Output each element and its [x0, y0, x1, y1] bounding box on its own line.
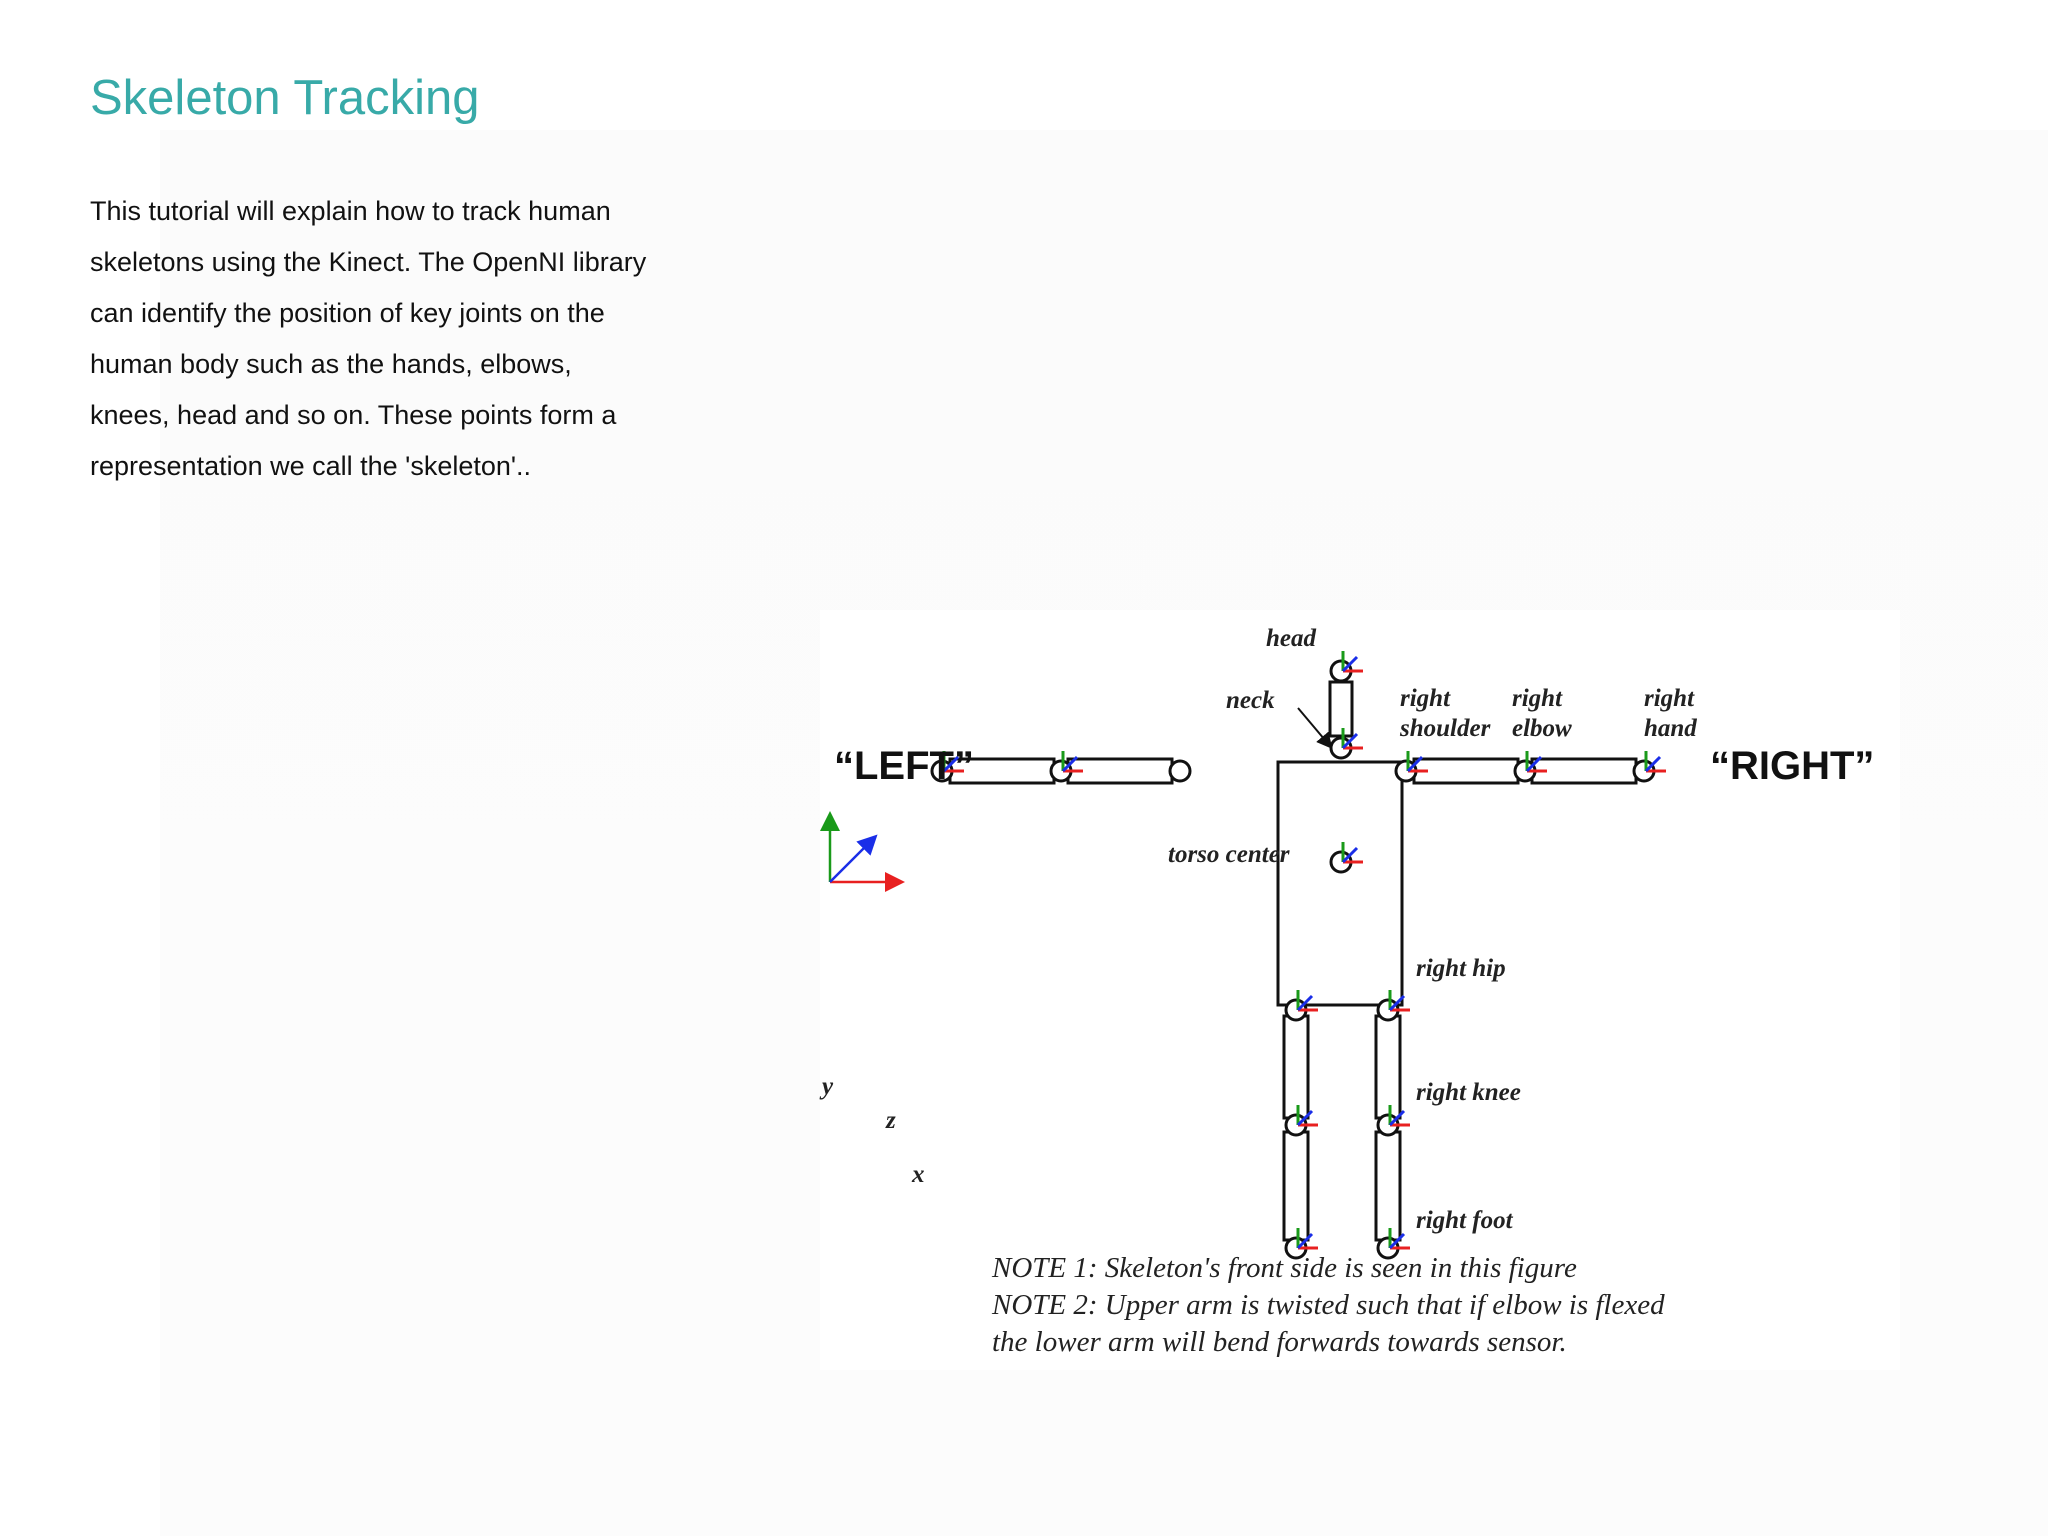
page-title: Skeleton Tracking [90, 71, 480, 125]
joint-torso-center [1329, 842, 1363, 874]
joint-z-axis [1388, 994, 1406, 1012]
joint-head [1329, 651, 1363, 683]
intro-line: knees, head and so on. These points form… [90, 400, 617, 430]
label-torso-center: torso center [1168, 841, 1290, 868]
label-right-hip: right hip [1416, 955, 1506, 982]
joint-left-shoulder [1168, 759, 1192, 783]
intro-line: This tutorial will explain how to track … [90, 196, 611, 226]
joint-z-axis [1341, 655, 1359, 673]
axis-label-z: z [886, 1107, 896, 1134]
joint-neck [1329, 728, 1363, 760]
joint-right-shoulder [1394, 751, 1428, 783]
bone-right-thigh [1374, 1014, 1402, 1120]
joint-left-foot [1284, 1228, 1318, 1260]
neck-pointer [1297, 707, 1333, 750]
label-line: hand [1644, 715, 1697, 742]
label-right-foot: right foot [1416, 1207, 1513, 1234]
joint-left-hip [1284, 990, 1318, 1022]
note-line: the lower arm will bend forwards towards… [992, 1326, 1567, 1358]
joint-right-hand [1632, 751, 1666, 783]
intro-line: representation we call the 'skeleton'.. [90, 451, 532, 481]
bone-left-forearm [948, 757, 1056, 785]
label-line: right [1644, 685, 1695, 712]
side-label-right: “RIGHT” [1710, 744, 1875, 788]
intro-line: skeletons using the Kinect. The OpenNI l… [90, 247, 647, 277]
bone-torso [1276, 760, 1404, 1007]
joint-z-axis [1061, 755, 1079, 773]
label-right-hand: right hand [1644, 684, 1697, 744]
joint-right-knee [1376, 1105, 1410, 1137]
joint-right-elbow [1513, 751, 1547, 783]
joint-z-axis [1296, 1109, 1314, 1127]
axis-label-x: x [912, 1161, 925, 1188]
bone-neck [1328, 680, 1354, 738]
joint-z-axis [1341, 846, 1359, 864]
axis-label-y: y [822, 1073, 834, 1100]
joint-z-axis [1388, 1232, 1406, 1250]
label-neck: neck [1226, 687, 1275, 714]
bone-left-upper-arm [1066, 757, 1174, 785]
joint-circle [1168, 759, 1192, 783]
bone-left-shin [1282, 1130, 1310, 1242]
label-right-shoulder: right shoulder [1400, 684, 1490, 744]
joint-z-axis [942, 755, 960, 773]
note-line: NOTE 1: Skeleton's front side is seen in… [992, 1252, 1577, 1284]
axis-legend [820, 811, 905, 892]
joint-z-axis [1406, 755, 1424, 773]
joint-z-axis [1296, 1232, 1314, 1250]
skeleton-diagram: “LEFT” “RIGHT” head neck right shoulder … [820, 610, 1900, 1370]
label-right-knee: right knee [1416, 1079, 1521, 1106]
bone-right-forearm [1530, 757, 1638, 785]
intro-line: human body such as the hands, elbows, [90, 349, 572, 379]
label-line: elbow [1512, 715, 1572, 742]
note-line: NOTE 2: Upper arm is twisted such that i… [992, 1289, 1665, 1321]
skeleton-drawing [820, 651, 1666, 1260]
joint-left-elbow [1049, 751, 1083, 783]
joint-z-axis [1644, 755, 1662, 773]
bone-left-thigh [1282, 1014, 1310, 1120]
label-head: head [1266, 625, 1316, 652]
joint-z-axis [1388, 1109, 1406, 1127]
label-right-elbow: right elbow [1512, 684, 1572, 744]
diagram-notes: NOTE 1: Skeleton's front side is seen in… [992, 1250, 1665, 1361]
bone-right-upper-arm [1412, 757, 1520, 785]
z-axis-arrow [829, 834, 878, 883]
bone-right-shin [1374, 1130, 1402, 1242]
label-line: right [1512, 685, 1563, 712]
label-line: shoulder [1400, 715, 1491, 742]
joint-left-knee [1284, 1105, 1318, 1137]
intro-line: can identify the position of key joints … [90, 298, 605, 328]
joint-right-hip [1376, 990, 1410, 1022]
intro-paragraph: This tutorial will explain how to track … [90, 186, 700, 492]
label-line: right [1400, 685, 1451, 712]
joint-left-hand [930, 751, 964, 783]
joint-right-foot [1376, 1228, 1410, 1260]
joint-z-axis [1341, 732, 1359, 750]
side-label-left: “LEFT” [834, 744, 974, 788]
joint-z-axis [1525, 755, 1543, 773]
joint-z-axis [1296, 994, 1314, 1012]
